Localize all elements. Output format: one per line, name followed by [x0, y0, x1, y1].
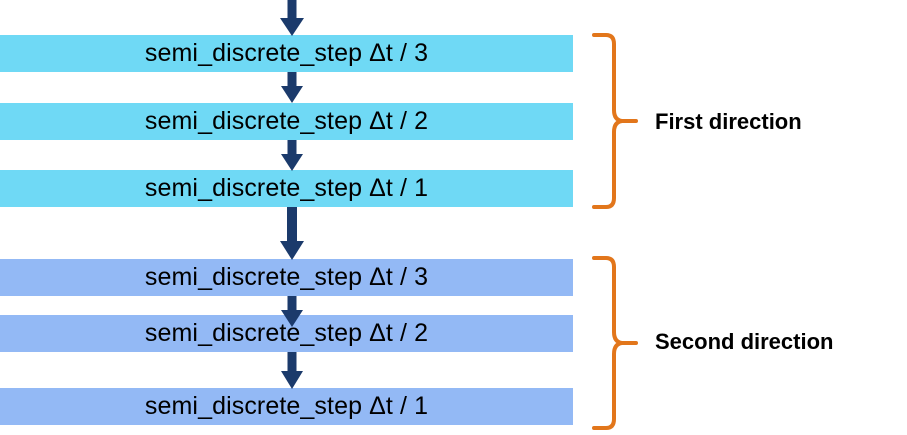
step-label: semi_discrete_step Δt / 1 — [144, 392, 429, 420]
arrow-first-to-second-icon — [280, 207, 304, 260]
arrow-first-1-to-2-icon — [281, 72, 303, 103]
step-box-first-1[interactable]: semi_discrete_step Δt / 3 — [0, 35, 573, 72]
step-box-second-3[interactable]: semi_discrete_step Δt / 1 — [0, 388, 573, 425]
arrow-second-2-to-3-icon — [281, 352, 303, 389]
step-label: semi_discrete_step Δt / 3 — [144, 39, 429, 67]
group-label-second-direction: Second direction — [655, 329, 834, 354]
step-box-first-3[interactable]: semi_discrete_step Δt / 1 — [0, 170, 573, 207]
brace-first-direction — [592, 33, 638, 209]
step-label: semi_discrete_step Δt / 2 — [144, 107, 429, 135]
step-label: semi_discrete_step Δt / 1 — [144, 174, 429, 202]
arrow-first-2-to-3-icon — [281, 140, 303, 171]
step-box-second-2[interactable]: semi_discrete_step Δt / 2 — [0, 315, 573, 352]
step-label: semi_discrete_step Δt / 2 — [144, 319, 429, 347]
group-label-first-direction: First direction — [655, 109, 802, 134]
brace-second-direction — [592, 256, 638, 430]
step-box-second-1[interactable]: semi_discrete_step Δt / 3 — [0, 259, 573, 296]
arrow-entry-icon — [280, 0, 304, 36]
step-box-first-2[interactable]: semi_discrete_step Δt / 2 — [0, 103, 573, 140]
step-label: semi_discrete_step Δt / 3 — [144, 263, 429, 291]
